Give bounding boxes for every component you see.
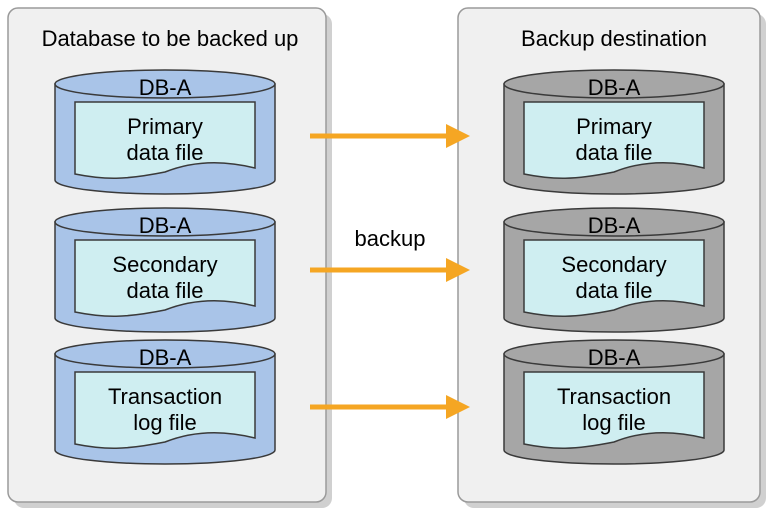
file-label-line1: Primary: [127, 114, 203, 139]
right-arrow-icon: [446, 124, 470, 148]
source-db-2: DB-A Secondary data file: [54, 207, 276, 333]
dest-db-1: DB-A Primary data file: [503, 69, 725, 195]
dest-panel-title: Backup destination: [521, 26, 707, 51]
source-db-1: DB-A Primary data file: [54, 69, 276, 195]
right-arrow-icon: [446, 395, 470, 419]
db-name: DB-A: [139, 213, 192, 238]
document-icon: [523, 371, 705, 449]
file-label-line2: log file: [133, 410, 197, 435]
file-label-line1: Secondary: [561, 252, 666, 277]
backup-arrow-1: [310, 124, 470, 148]
source-db-3: DB-A Transaction log file: [54, 339, 276, 465]
backup-label: backup: [355, 226, 426, 251]
db-name: DB-A: [588, 345, 641, 370]
db-name: DB-A: [588, 75, 641, 100]
database-cylinder-top: [503, 339, 725, 369]
file-label-line1: Transaction: [557, 384, 671, 409]
file-label-line2: data file: [575, 278, 652, 303]
document-icon: [74, 239, 256, 317]
database-cylinder-top: [503, 207, 725, 237]
db-name: DB-A: [588, 213, 641, 238]
backup-arrow-3: [310, 395, 470, 419]
dest-db-3: DB-A Transaction log file: [503, 339, 725, 465]
file-label-line2: log file: [582, 410, 646, 435]
right-arrow-icon: [446, 258, 470, 282]
database-cylinder-top: [503, 69, 725, 99]
document-icon: [523, 101, 705, 179]
file-label-line1: Transaction: [108, 384, 222, 409]
file-label-line2: data file: [575, 140, 652, 165]
file-label-line2: data file: [126, 278, 203, 303]
database-cylinder-top: [54, 207, 276, 237]
backup-arrow-2: [310, 258, 470, 282]
document-icon: [74, 101, 256, 179]
document-icon: [74, 371, 256, 449]
db-name: DB-A: [139, 345, 192, 370]
db-name: DB-A: [139, 75, 192, 100]
file-label-line1: Primary: [576, 114, 652, 139]
dest-db-2: DB-A Secondary data file: [503, 207, 725, 333]
document-icon: [523, 239, 705, 317]
source-panel-title: Database to be backed up: [42, 26, 299, 51]
file-label-line1: Secondary: [112, 252, 217, 277]
database-cylinder-top: [54, 339, 276, 369]
file-label-line2: data file: [126, 140, 203, 165]
database-cylinder-top: [54, 69, 276, 99]
